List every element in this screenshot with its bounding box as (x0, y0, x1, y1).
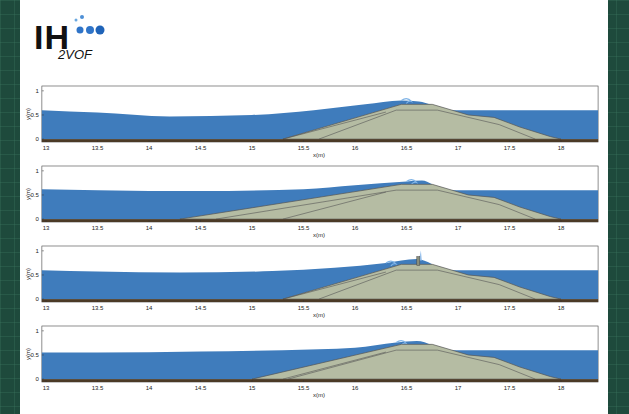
breakwater (252, 344, 561, 379)
axis-label: 0.5 (31, 352, 39, 358)
axis-label: 16.5 (401, 385, 413, 391)
breakwater (283, 264, 561, 299)
sea-bed (42, 219, 598, 222)
axis-label: 13.5 (92, 145, 104, 151)
armour-layer (283, 192, 386, 219)
armour-layer (283, 352, 386, 379)
plot-panel (42, 166, 598, 222)
armour-layer (288, 350, 535, 379)
axis-label: 18 (558, 225, 565, 231)
axis-label: 13 (43, 385, 50, 391)
plot-panel (42, 86, 598, 142)
axis-label: 13.5 (92, 225, 104, 231)
axis-label: 13 (43, 225, 50, 231)
logo-dots (75, 15, 105, 35)
axis-label: 16.5 (401, 145, 413, 151)
sea-bed (42, 139, 598, 142)
axis-label: 15 (249, 225, 256, 231)
axis-label: 16 (352, 145, 359, 151)
axis-label: 15.5 (298, 145, 310, 151)
wave-crest (386, 261, 396, 266)
axis-label: y(m) (25, 188, 31, 200)
axis-label: 15 (249, 385, 256, 391)
axis-label: 0 (36, 136, 39, 142)
axis-label: x(m) (313, 232, 325, 238)
axis-label: 0.5 (31, 272, 39, 278)
page-panel (20, 0, 608, 414)
armour-layer (216, 190, 535, 219)
axis-label: 1 (36, 88, 39, 94)
sea-bed (42, 299, 598, 302)
axis-label: 14.5 (195, 385, 207, 391)
axis-label: 17 (455, 145, 462, 151)
axis-label: 0.5 (31, 112, 39, 118)
axis-label: 18 (558, 145, 565, 151)
axis-label: 0 (36, 216, 39, 222)
axis-label: 1 (36, 248, 39, 254)
axis-label: x(m) (313, 312, 325, 318)
axis-label: 17 (455, 305, 462, 311)
axis-label: 15.5 (298, 385, 310, 391)
plot-panel (42, 246, 598, 302)
axis-label: 0 (36, 376, 39, 382)
axis-label: 15 (249, 145, 256, 151)
axis-label: 17.5 (504, 305, 516, 311)
axis-label: 1 (36, 168, 39, 174)
axis-label: 14.5 (195, 225, 207, 231)
wave-crest (401, 99, 411, 104)
armour-layer (319, 110, 535, 139)
axis-label: y(m) (25, 268, 31, 280)
axis-label: 16.5 (401, 305, 413, 311)
logo-text: 2VOF (58, 48, 92, 61)
axis-label: 14 (146, 385, 153, 391)
sea-bed (42, 379, 598, 382)
plot-panel (42, 326, 598, 382)
armour-layer (319, 270, 535, 299)
axis-label: 18 (558, 385, 565, 391)
axis-label: 14.5 (195, 145, 207, 151)
wave-crest (407, 180, 417, 185)
axis-label: 15.5 (298, 305, 310, 311)
crown-wall (417, 257, 420, 266)
axis-label: 15.5 (298, 225, 310, 231)
axis-label: 14 (146, 305, 153, 311)
axis-label: 13 (43, 305, 50, 311)
axis-label: x(m) (313, 152, 325, 158)
axis-label: 18 (558, 305, 565, 311)
axis-label: 0.5 (31, 192, 39, 198)
axis-label: 1 (36, 328, 39, 334)
axis-label: 17.5 (504, 225, 516, 231)
axis-label: y(m) (25, 108, 31, 120)
axis-label: 16 (352, 305, 359, 311)
axis-label: 17.5 (504, 385, 516, 391)
axis-label: 16.5 (401, 225, 413, 231)
axis-label: 16 (352, 225, 359, 231)
axis-label: 14.5 (195, 305, 207, 311)
axis-label: 14 (146, 225, 153, 231)
axis-label: y(m) (25, 348, 31, 360)
armour-layer (283, 272, 386, 299)
axis-label: 17 (455, 385, 462, 391)
breakwater (180, 184, 561, 219)
axis-label: 15 (249, 305, 256, 311)
axis-label: 14 (146, 145, 153, 151)
breakwater (283, 104, 561, 139)
axis-label: 13.5 (92, 385, 104, 391)
axis-label: 13.5 (92, 305, 104, 311)
axis-label: 17 (455, 225, 462, 231)
axis-label: 13 (43, 145, 50, 151)
axis-label: 0 (36, 296, 39, 302)
armour-layer (283, 112, 386, 139)
axis-label: 16 (352, 385, 359, 391)
axis-label: x(m) (313, 392, 325, 398)
axis-label: 17.5 (504, 145, 516, 151)
